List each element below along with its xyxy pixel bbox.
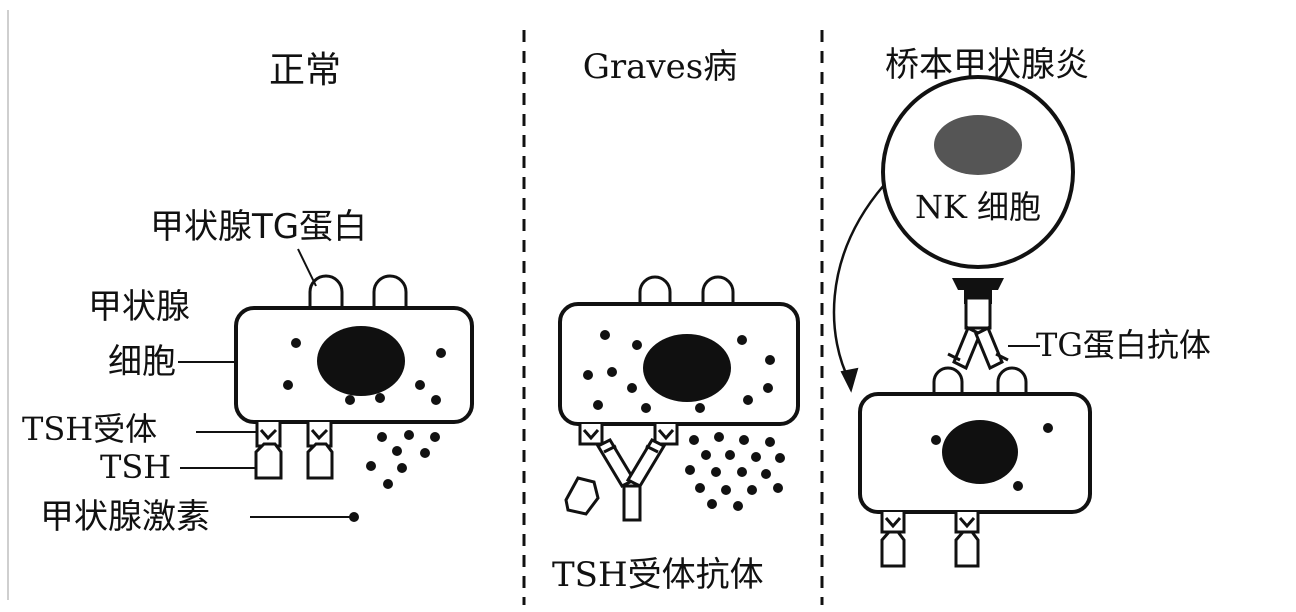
cell-nucleus [643, 334, 731, 402]
cell-nucleus [317, 326, 405, 396]
tg-protein-bump [701, 275, 735, 304]
label-nk-cell: NK 细胞 [915, 188, 1041, 226]
label-tg-antibody: TG蛋白抗体 [1036, 326, 1211, 364]
tg-protein-bump [996, 366, 1028, 394]
tsh-receptor [578, 424, 604, 446]
tsh-molecule [880, 530, 906, 568]
label-tsh: TSH [100, 448, 171, 486]
tsh-molecule [254, 442, 283, 480]
panel-title-graves: Graves病 [583, 47, 737, 87]
tg-protein-bump [308, 274, 344, 308]
tg-protein-bump [372, 274, 408, 308]
tsh-receptor [954, 512, 980, 534]
cell-hormone-granules [283, 338, 446, 405]
nk-cell-nucleus [934, 115, 1022, 175]
tsh-receptor [880, 512, 906, 534]
arrow-head [840, 367, 859, 393]
label-tsh-receptor: TSH受体 [22, 410, 157, 448]
cell-hormone-granules [931, 423, 1053, 491]
tsh-receptor [255, 422, 282, 448]
cell-nucleus [942, 420, 1018, 484]
label-thyroid-hormone: 甲状腺激素 [40, 497, 210, 537]
tg-protein-bump [638, 275, 672, 304]
panel-graves: Graves病 [552, 47, 800, 595]
attack-arrow [832, 184, 885, 383]
panel-hashimoto: 桥本甲状腺炎 NK 细胞 TG蛋白抗体 [832, 45, 1211, 568]
thyroid-hormone-dots [685, 432, 785, 511]
tsh-molecule [954, 530, 980, 568]
tg-protein-bump [932, 366, 964, 394]
panel-title-normal: 正常 [269, 50, 341, 91]
tsh-receptor-antibody [595, 438, 667, 522]
thyroid-hormone-dots [349, 430, 440, 522]
tg-antibody [947, 296, 1009, 371]
tsh-receptor [306, 422, 333, 448]
leader-tg [297, 248, 317, 287]
label-tsh-receptor-antibody: TSH受体抗体 [552, 555, 764, 595]
label-thyroid-cell-line2: 细胞 [108, 342, 176, 382]
cell-hormone-granules [583, 330, 775, 413]
tsh-molecule [306, 442, 334, 480]
panel-normal: 正常 [22, 50, 474, 537]
label-tg-protein: 甲状腺TG蛋白 [150, 207, 367, 247]
tsh-molecule [564, 476, 600, 516]
tsh-receptor [653, 424, 679, 446]
label-thyroid-cell-line1: 甲状腺 [88, 287, 190, 327]
